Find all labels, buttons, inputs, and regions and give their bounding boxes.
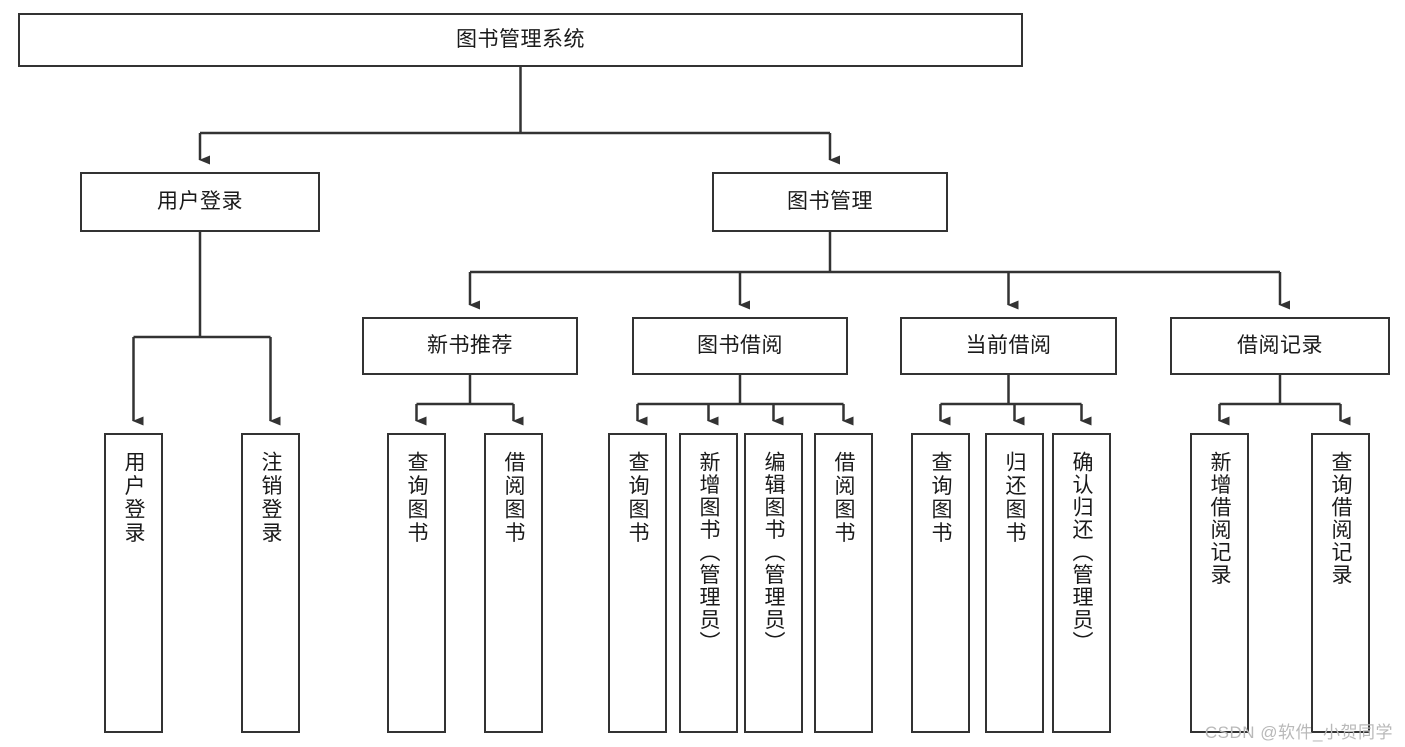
node-book-borrow-label: 图书借阅	[697, 333, 783, 357]
node-new-book-recommend-label: 新书推荐	[427, 333, 513, 357]
leaf-confirm-return-admin[interactable]: 确认归还（管理员）	[1052, 433, 1111, 733]
leaf-query-book-borrow[interactable]: 查询图书	[608, 433, 667, 733]
node-borrow-record[interactable]: 借阅记录	[1170, 317, 1390, 375]
leaf-edit-book-admin-label: 编辑图书（管理员）	[762, 451, 785, 654]
leaf-add-book-admin[interactable]: 新增图书（管理员）	[679, 433, 738, 733]
node-borrow-record-label: 借阅记录	[1237, 333, 1323, 357]
leaf-add-borrow-record-label: 新增借阅记录	[1208, 451, 1231, 586]
leaf-return-book[interactable]: 归还图书	[985, 433, 1044, 733]
leaf-borrow-book-recommend[interactable]: 借阅图书	[484, 433, 543, 733]
node-current-borrow[interactable]: 当前借阅	[900, 317, 1117, 375]
node-book-borrow[interactable]: 图书借阅	[632, 317, 848, 375]
leaf-return-book-label: 归还图书	[1003, 451, 1026, 545]
leaf-borrow-book[interactable]: 借阅图书	[814, 433, 873, 733]
node-root-label: 图书管理系统	[456, 27, 585, 51]
node-root[interactable]: 图书管理系统	[18, 13, 1023, 67]
leaf-query-book-current[interactable]: 查询图书	[911, 433, 970, 733]
leaf-add-book-admin-label: 新增图书（管理员）	[697, 451, 720, 654]
leaf-user-login[interactable]: 用户登录	[104, 433, 163, 733]
leaf-query-book-borrow-label: 查询图书	[626, 451, 649, 545]
leaf-query-borrow-record[interactable]: 查询借阅记录	[1311, 433, 1370, 733]
csdn-watermark: CSDN @软件_小贺同学	[1204, 723, 1393, 742]
leaf-query-borrow-record-label: 查询借阅记录	[1329, 451, 1352, 586]
node-new-book-recommend[interactable]: 新书推荐	[362, 317, 578, 375]
leaf-borrow-book-label: 借阅图书	[832, 451, 855, 545]
node-book-manage-label: 图书管理	[787, 189, 873, 213]
leaf-add-borrow-record[interactable]: 新增借阅记录	[1190, 433, 1249, 733]
leaf-confirm-return-admin-label: 确认归还（管理员）	[1070, 451, 1093, 654]
leaf-edit-book-admin[interactable]: 编辑图书（管理员）	[744, 433, 803, 733]
node-current-borrow-label: 当前借阅	[965, 333, 1052, 357]
node-book-manage[interactable]: 图书管理	[712, 172, 948, 232]
node-user-login[interactable]: 用户登录	[80, 172, 320, 232]
leaf-user-login-label: 用户登录	[122, 451, 145, 545]
leaf-query-book-current-label: 查询图书	[929, 451, 952, 545]
leaf-query-book-recommend[interactable]: 查询图书	[387, 433, 446, 733]
node-user-login-label: 用户登录	[157, 189, 243, 213]
leaf-borrow-book-recommend-label: 借阅图书	[502, 451, 525, 545]
leaf-logout-login[interactable]: 注销登录	[241, 433, 300, 733]
leaf-query-book-recommend-label: 查询图书	[405, 451, 428, 545]
leaf-logout-login-label: 注销登录	[259, 451, 282, 545]
